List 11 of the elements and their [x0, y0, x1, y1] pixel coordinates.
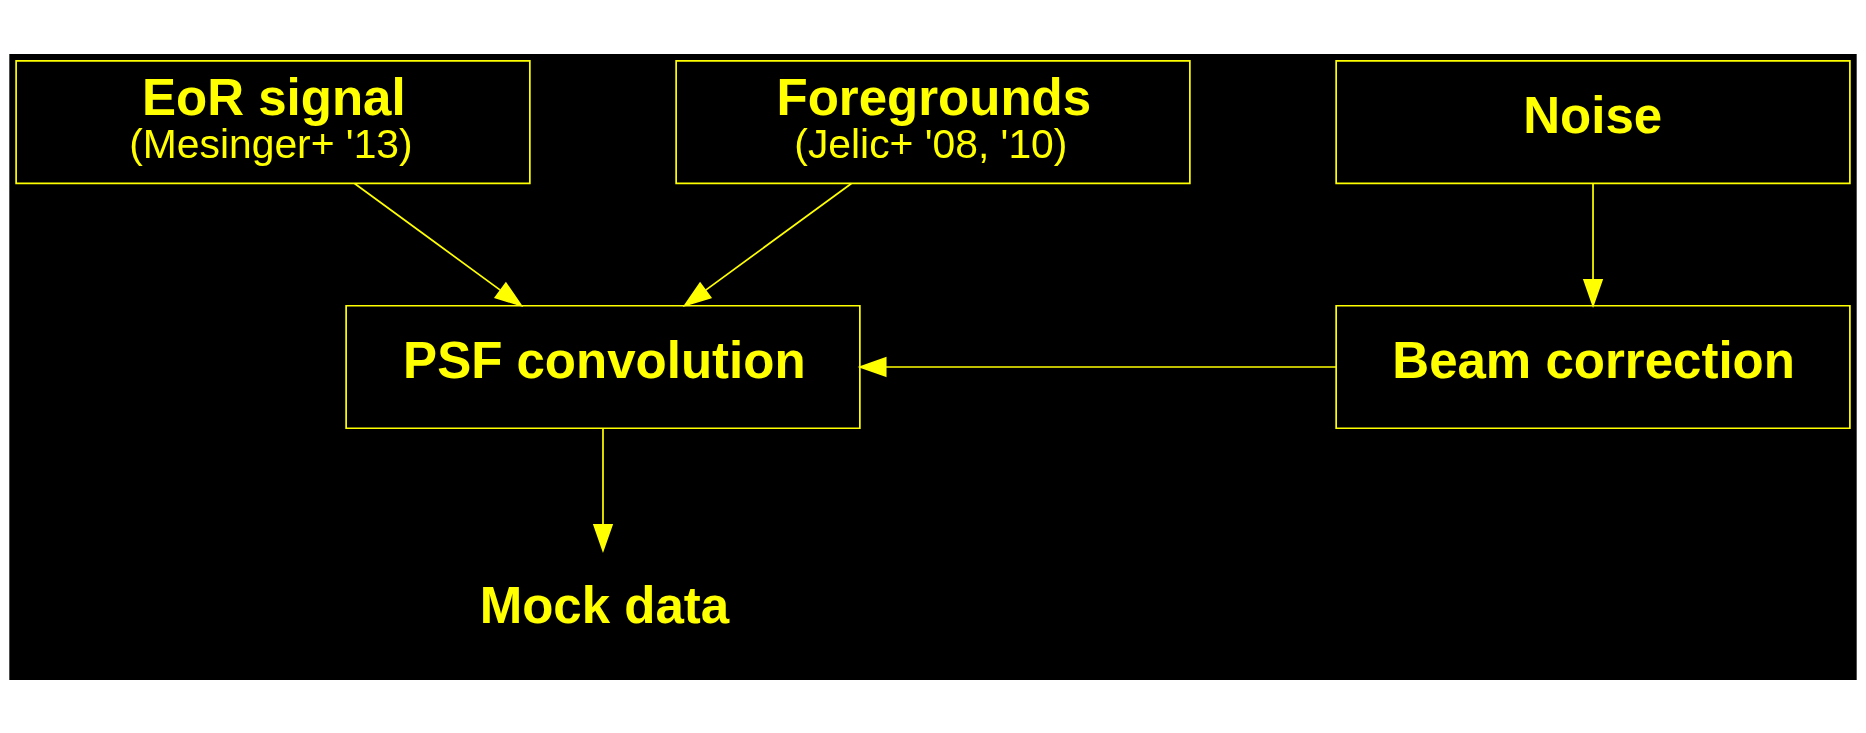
arrow	[857, 356, 1337, 377]
node-text: Mock data	[479, 576, 730, 634]
node-box: EoR signal (Mesinger+ '13)	[15, 59, 531, 184]
node-box: PSF convolution	[345, 304, 861, 429]
arrow	[353, 182, 524, 307]
arrow	[1582, 182, 1604, 308]
node-box: Beam correction	[1335, 304, 1851, 429]
arrow	[592, 427, 614, 553]
arrow	[682, 182, 853, 307]
node-box: Noise	[1335, 59, 1851, 184]
node-box: Foregrounds (Jelic+ '08, '10)	[675, 59, 1191, 184]
